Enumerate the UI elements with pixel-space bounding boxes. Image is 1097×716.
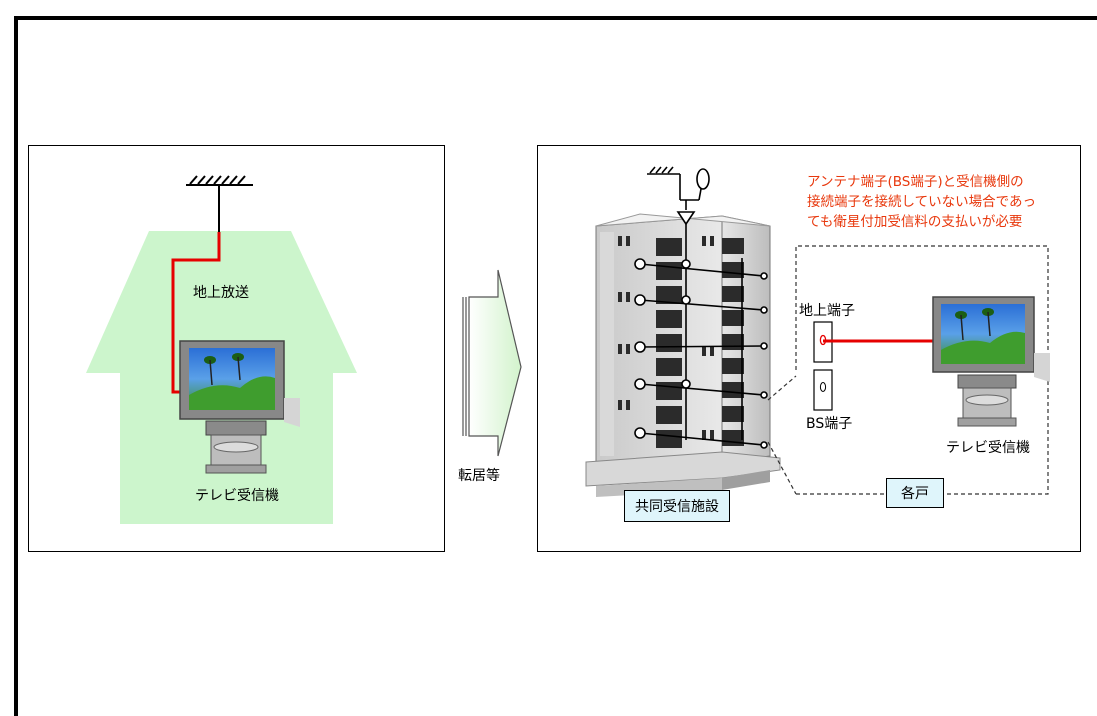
transition-arrow (462, 269, 522, 457)
facility-label-box: 共同受信施設 (624, 490, 730, 522)
apartment-building (585, 213, 781, 497)
transition-label: 転居等 (458, 468, 500, 484)
tv-icon-left (179, 340, 300, 474)
bs-terminal-icon (813, 369, 833, 411)
unit-label-box: 各戸 (886, 478, 944, 508)
terrestrial-terminal-label: 地上端子 (799, 303, 855, 319)
signal-cable (171, 232, 221, 394)
notice-line: 接続端子を接続していない場合であっ (807, 194, 1036, 210)
building-windows (618, 236, 744, 448)
outer-frame (14, 16, 1097, 716)
notice-line: アンテナ端子(BS端子)と受信機側の (807, 174, 1024, 190)
notice-line: ても衛星付加受信料の支払いが必要 (807, 214, 1023, 230)
shared-antenna-icon (634, 166, 768, 449)
tv-label-left: テレビ受信機 (195, 488, 279, 504)
broadcast-label: 地上放送 (193, 285, 249, 301)
notice-text: アンテナ端子(BS端子)と受信機側の 接続端子を接続していない場合であっ ても衛… (807, 172, 1036, 232)
tv-icon-right (932, 296, 1050, 427)
tv-label-right: テレビ受信機 (946, 440, 1030, 456)
unit-outline (767, 245, 1049, 495)
bs-terminal-label: BS端子 (806, 416, 853, 432)
diagram-graphics (86, 166, 1050, 524)
antenna-icon (186, 175, 253, 232)
